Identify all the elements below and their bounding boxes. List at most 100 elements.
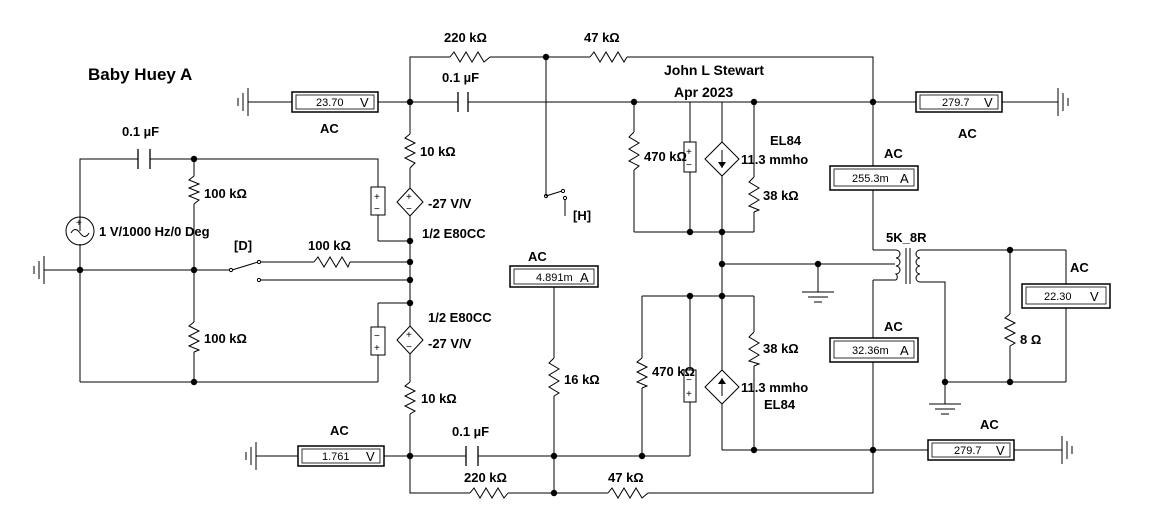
svg-text:+: + — [374, 343, 380, 354]
label-r-38k-top: 38 kΩ — [763, 188, 799, 203]
svg-text:+: + — [374, 192, 380, 203]
resistor-38k-top — [747, 176, 761, 213]
ground-top-left-icon — [237, 87, 249, 117]
svg-text:V: V — [996, 443, 1005, 458]
svg-text:32.36m: 32.36m — [852, 345, 889, 357]
resistor-10k-top — [403, 133, 417, 169]
label-r-100k-bottom: 100 kΩ — [204, 331, 247, 346]
resistor-470k-bottom — [635, 357, 649, 389]
label-r-470k-top: 470 kΩ — [644, 149, 687, 164]
svg-text:1.761: 1.761 — [322, 451, 350, 463]
label-switch-d: [D] — [234, 238, 252, 253]
junctions — [76, 53, 1014, 497]
resistor-220k-top — [449, 51, 491, 63]
svg-text:AC: AC — [884, 319, 903, 334]
svg-text:V: V — [1090, 289, 1099, 304]
capacitor-top — [457, 92, 469, 112]
svg-text:−: − — [374, 204, 380, 215]
resistor-47k-top — [589, 51, 628, 63]
label-tube-top: EL84 — [770, 133, 802, 148]
resistor-47k-bottom — [607, 487, 649, 499]
capacitors — [137, 92, 479, 466]
svg-text:+: + — [686, 147, 692, 158]
label-r-10k-top: 10 kΩ — [420, 144, 456, 159]
source-plus: + — [76, 218, 82, 229]
svg-text:279.7: 279.7 — [942, 97, 970, 109]
ground-bottom-right-icon — [1061, 435, 1073, 465]
label-r-220k-bottom: 220 kΩ — [464, 470, 507, 485]
label-r-470k-bottom: 470 kΩ — [652, 364, 695, 379]
label-r-load: 8 Ω — [1020, 332, 1041, 347]
svg-text:−: − — [406, 342, 412, 353]
author-label: John L Stewart — [664, 62, 764, 78]
resistor-100k-bottom — [187, 321, 201, 353]
svg-text:V: V — [984, 95, 993, 110]
svg-text:−: − — [686, 160, 692, 171]
capacitor-bottom — [465, 446, 479, 466]
label-c-bottom: 0.1 µF — [452, 424, 489, 439]
label-transformer: 5K_8R — [886, 230, 927, 245]
resistor-16k — [548, 357, 560, 397]
resistor-100k-mid — [313, 256, 351, 269]
output-transformer — [894, 248, 921, 284]
svg-text:A: A — [900, 171, 909, 186]
capacitor-input — [137, 149, 151, 169]
resistor-10k-bottom — [403, 381, 417, 415]
resistor-220k-bottom — [469, 487, 509, 499]
label-triode-top: 1/2 E80CC — [422, 226, 486, 241]
svg-text:−: − — [374, 331, 380, 342]
ground-secondary-icon — [928, 403, 962, 415]
label-r-38k-bottom: 38 kΩ — [763, 341, 799, 356]
vccs-bottom: − + — [683, 369, 740, 405]
meters: 23.70 V AC 279.7 V AC 255.3m A AC 4.891m… — [291, 91, 1111, 467]
dependent-sources: + − + − − + + − + − − + — [370, 141, 740, 405]
ground-source-icon — [33, 255, 45, 285]
svg-text:V: V — [360, 95, 369, 110]
svg-text:+: + — [686, 389, 692, 400]
label-r-47k-bottom: 47 kΩ — [608, 470, 644, 485]
label-vcvs-top: -27 V/V — [428, 196, 472, 211]
ground-center-icon — [801, 291, 835, 303]
schematic-title: Baby Huey A — [88, 65, 192, 84]
svg-text:AC: AC — [980, 417, 999, 432]
meter-a-bottom: 32.36m A AC — [829, 319, 919, 363]
meter-v-bottom-right: 279.7 V AC — [927, 417, 1015, 461]
svg-text:+: + — [406, 330, 412, 341]
date-label: Apr 2023 — [674, 84, 733, 100]
label-source: 1 V/1000 Hz/0 Deg — [99, 224, 210, 239]
svg-text:−: − — [686, 375, 692, 386]
meter-a-top: 255.3m A AC — [829, 146, 919, 191]
resistor-38k-bottom — [747, 331, 761, 367]
svg-text:−: − — [406, 204, 412, 215]
label-triode-bottom: 1/2 E80CC — [428, 310, 492, 325]
svg-text:AC: AC — [1070, 260, 1089, 275]
label-r-100k-top: 100 kΩ — [204, 186, 247, 201]
label-vcvs-bottom: -27 V/V — [428, 336, 472, 351]
svg-text:AC: AC — [330, 423, 349, 438]
ground-top-right-icon — [1057, 87, 1069, 117]
label-r-16k: 16 kΩ — [564, 372, 600, 387]
vccs-top: + − — [683, 141, 740, 177]
meter-v-top-left: 23.70 V AC — [291, 91, 379, 136]
svg-text:22.30: 22.30 — [1044, 291, 1072, 303]
meter-v-out: 22.30 V AC — [1021, 260, 1111, 309]
meter-v-top-right: 279.7 V AC — [915, 91, 1003, 141]
labels: Baby Huey A John L Stewart Apr 2023 220 … — [88, 30, 1041, 485]
svg-text:+: + — [406, 192, 412, 203]
svg-text:AC: AC — [320, 121, 339, 136]
grounds — [33, 87, 1073, 471]
label-gm-top: 11.3 mmho — [741, 152, 808, 167]
svg-text:AC: AC — [884, 146, 903, 161]
label-c-input: 0.1 µF — [122, 124, 159, 139]
label-switch-h: [H] — [573, 208, 591, 223]
label-r-10k-bottom: 10 kΩ — [421, 391, 457, 406]
label-gm-bottom: 11.3 mmho — [741, 380, 808, 395]
svg-text:AC: AC — [958, 126, 977, 141]
svg-text:4.891m: 4.891m — [536, 272, 573, 284]
meter-v-bottom-left: 1.761 V AC — [297, 423, 385, 467]
vcvs-top: + − + − — [370, 186, 424, 217]
resistor-100k-top — [187, 175, 201, 205]
svg-text:255.3m: 255.3m — [852, 173, 889, 185]
resistor-470k-top — [627, 131, 640, 171]
